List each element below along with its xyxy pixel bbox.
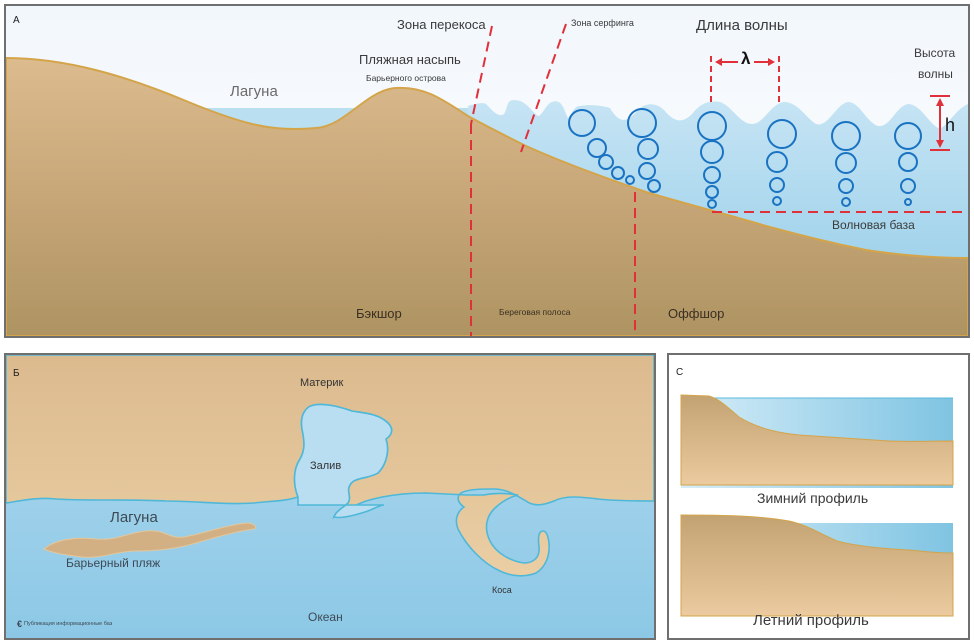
- orbit-circle-breaking-surf-1: [568, 109, 596, 137]
- publisher-logo-icon: €: [17, 619, 23, 629]
- orbit-circle-breaking-surf-3: [598, 154, 614, 170]
- barrier-beach-label: Барьерный пляж: [66, 556, 161, 570]
- panel-c-label: С: [676, 367, 684, 378]
- lagoon-label-b: Лагуна: [110, 509, 158, 526]
- wave-orbits: [568, 108, 922, 209]
- panel-b-label: Б: [13, 368, 20, 379]
- bay-water: [293, 403, 393, 519]
- winter-profile-graphic: [680, 394, 954, 488]
- orbit-circle-wave-2-1: [767, 119, 797, 149]
- wave-height-marker: [930, 95, 950, 151]
- orbit-circle-wave-3-3: [838, 178, 854, 194]
- summer-profile-label: Летний профиль: [753, 612, 869, 629]
- beach-ridge-sublabel: Барьерного острова: [366, 73, 446, 83]
- orbit-circle-wave-4-4: [904, 198, 912, 206]
- bay-label: Залив: [310, 460, 342, 472]
- orbit-circle-wave-2-4: [772, 196, 782, 206]
- wave-base-label: Волновая база: [832, 218, 915, 232]
- mainland-label: Материк: [300, 377, 344, 389]
- credit-text: Публикация информационные баз: [24, 620, 113, 627]
- orbit-circle-breaking-surf-5: [625, 175, 635, 185]
- coastal-profile-diagram: [6, 6, 968, 336]
- panel-a-coastal-profile: А Лагуна Пляжная насыпь Барьерного остро…: [4, 4, 970, 338]
- orbit-circle-wave-4-3: [900, 178, 916, 194]
- panel-c-seasonal-profiles: С Зимний профиль Летний профиль: [667, 353, 970, 640]
- orbit-circle-breaking-surf-2: [587, 138, 607, 158]
- coastal-map-diagram: [6, 355, 654, 638]
- wave-height-symbol: h: [945, 115, 956, 135]
- orbit-circle-nearshore-3: [703, 166, 721, 184]
- wavelength-marker: [710, 56, 780, 104]
- offshore-label: Оффшор: [668, 306, 725, 321]
- wave-height-label-line1: Высота: [914, 46, 956, 60]
- orbit-circle-nearshore-4: [705, 185, 719, 199]
- orbit-circle-wave-2-2: [766, 151, 788, 173]
- orbit-circle-nearshore-2: [700, 140, 724, 164]
- barrier-beach: [43, 522, 257, 558]
- orbit-circle-breaking-surf-4: [611, 166, 625, 180]
- wave-height-label-line2: волны: [918, 67, 953, 81]
- swash-zone-leader: [470, 25, 493, 125]
- shoreline-label: Береговая полоса: [499, 307, 571, 317]
- wavelength-label: Длина волны: [696, 17, 788, 34]
- orbit-circle-surf-2: [637, 138, 659, 160]
- orbit-circle-wave-3-2: [835, 152, 857, 174]
- panel-a-label: А: [13, 15, 20, 26]
- lagoon-label: Лагуна: [230, 83, 278, 100]
- orbit-circle-surf-3: [638, 162, 656, 180]
- beach-ridge-label: Пляжная насыпь: [359, 52, 461, 67]
- orbit-circle-wave-4-1: [894, 122, 922, 150]
- surf-zone-label: Зона серфинга: [571, 18, 634, 28]
- orbit-circle-wave-3-4: [841, 197, 851, 207]
- orbit-circle-surf-1: [627, 108, 657, 138]
- seasonal-profiles-diagram: [680, 394, 954, 617]
- orbit-circle-surf-4: [647, 179, 661, 193]
- ocean-label: Океан: [308, 610, 343, 624]
- orbit-circle-wave-4-2: [898, 152, 918, 172]
- spit-label: Коса: [492, 585, 512, 595]
- orbit-circle-nearshore-5: [707, 199, 717, 209]
- credit: € Публикация информационные баз: [17, 620, 112, 629]
- panel-b-coastal-map: Б Материк Залив Лагуна Барьерный пляж Ко…: [4, 353, 656, 640]
- summer-profile-graphic: [680, 514, 954, 617]
- winter-profile-label: Зимний профиль: [757, 490, 869, 506]
- land-profile: [6, 56, 968, 336]
- wavelength-symbol: λ: [741, 49, 751, 68]
- surf-zone-leader: [520, 23, 567, 153]
- swash-zone-label: Зона перекоса: [397, 17, 486, 32]
- backshore-label: Бэкшор: [356, 306, 402, 321]
- orbit-circle-wave-3-1: [831, 121, 861, 151]
- orbit-circle-wave-2-3: [769, 177, 785, 193]
